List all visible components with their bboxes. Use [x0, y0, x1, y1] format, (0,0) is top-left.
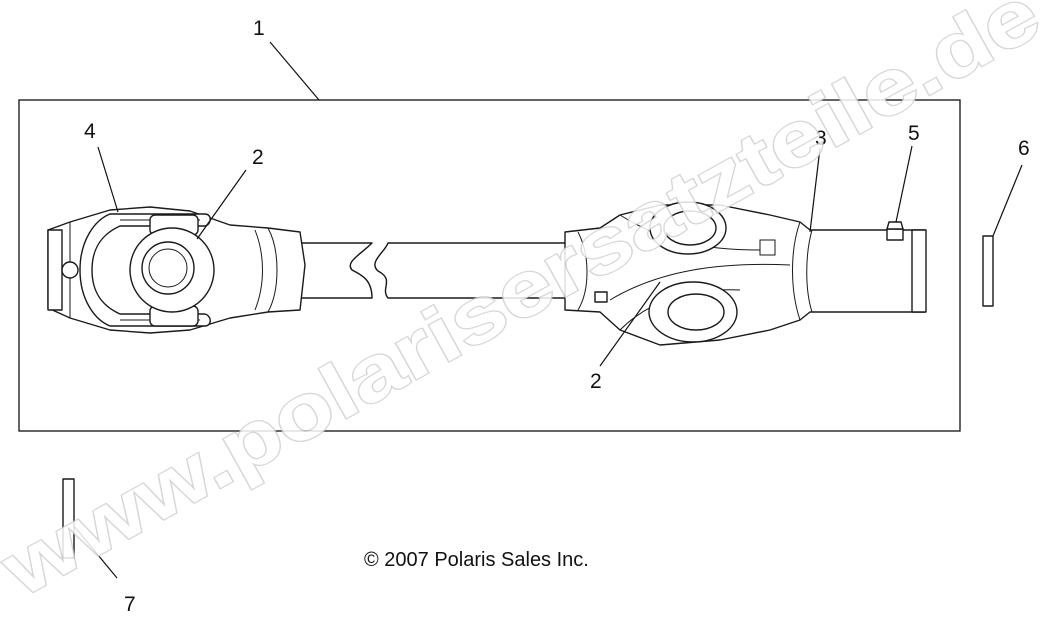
callout-2-right: 2 [590, 370, 602, 393]
copyright-text: © 2007 Polaris Sales Inc. [364, 549, 589, 571]
callout-4: 4 [84, 120, 96, 143]
callout-1: 1 [253, 17, 265, 40]
callout-5: 5 [908, 122, 920, 145]
callout-6: 6 [1018, 137, 1030, 160]
callout-3: 3 [815, 127, 827, 150]
part-6-strip [982, 235, 994, 307]
leader-lines [73, 41, 1023, 579]
callout-2-left: 2 [252, 146, 264, 169]
part-7-strip [62, 478, 75, 559]
drive-shaft [47, 201, 927, 346]
callout-7: 7 [124, 593, 136, 616]
assembly-frame [18, 99, 961, 432]
